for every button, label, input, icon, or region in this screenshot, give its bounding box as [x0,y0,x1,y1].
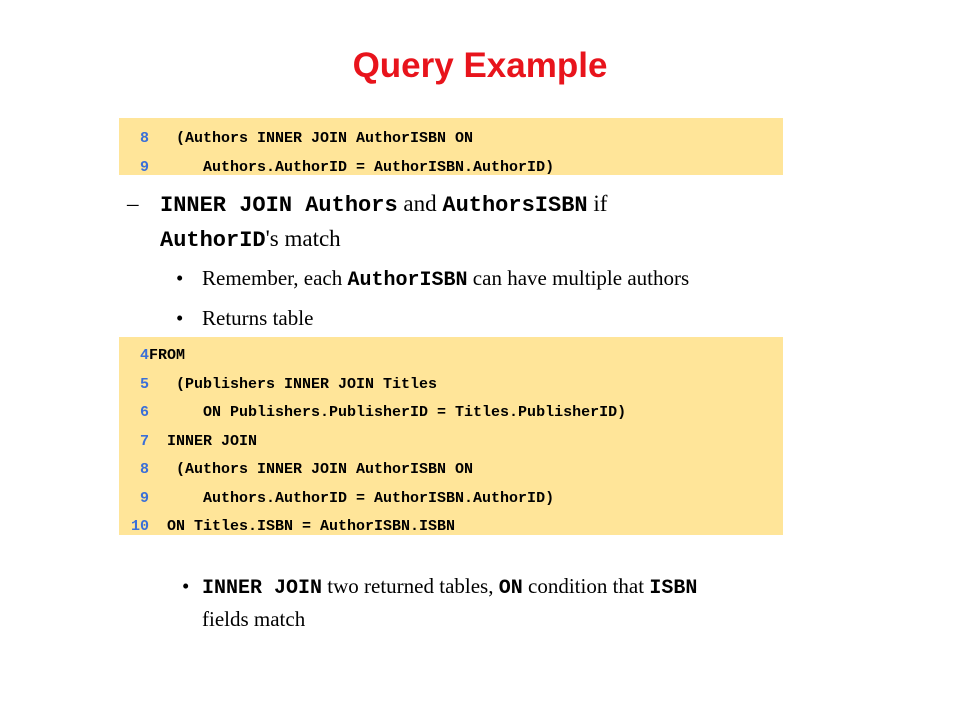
bullet-text: two returned tables, [322,574,499,598]
code-line: 6 ON Publishers.PublisherID = Titles.Pub… [119,399,783,428]
code-text: Authors.AuthorID = AuthorISBN.AuthorID) [149,489,555,507]
code-block-full-query: 4FROM 5 (Publishers INNER JOIN Titles 6 … [119,337,783,535]
bullet-line-1: • INNER JOIN two returned tables, ON cond… [182,571,882,604]
line-number: 8 [139,130,149,147]
code-line: 4FROM [119,342,783,371]
line-number: 4 [139,347,149,364]
text-if: if [587,191,608,216]
dash-line-1: –INNER JOIN Authors and AuthorsISBN if [127,187,807,222]
line-number: 9 [139,489,149,507]
code-block-join-authors: 8 (Authors INNER JOIN AuthorISBN ON 9 Au… [119,118,783,176]
bullet-dot: • [176,306,184,330]
line-number: 8 [139,461,149,478]
bullet-text: Returns table [202,306,314,330]
code-line: 7 INNER JOIN [119,428,783,457]
keyword-isbn: ISBN [649,577,698,600]
bullet-line-2: fields match [202,607,306,631]
bullet-dot: • [182,574,190,598]
code-text: INNER JOIN [149,432,258,450]
code-text: Authors.AuthorID = AuthorISBN.AuthorID) [149,158,555,176]
space [292,193,305,218]
dash-marker: – [127,191,139,216]
bullet-remember: • Remember, each AuthorISBN can have mult… [176,263,689,296]
bullet-returns-table: • Returns table [176,303,313,333]
text-match: 's match [265,226,341,251]
line-number: 10 [130,518,149,535]
keyword-authorid: AuthorID [160,228,266,253]
bullet-text: can have multiple authors [467,266,690,290]
code-line: 9 Authors.AuthorID = AuthorISBN.AuthorID… [119,485,783,514]
code-text: ON Publishers.PublisherID = Titles.Publi… [149,404,627,421]
bullet-text: condition that [522,574,650,598]
bullet-inner-join-tables: • INNER JOIN two returned tables, ON cond… [182,571,882,634]
dash-point-inner-join: –INNER JOIN Authors and AuthorsISBN if A… [127,187,807,257]
code-line: 10 ON Titles.ISBN = AuthorISBN.ISBN [119,513,783,542]
bullet-text: Remember, each [202,266,348,290]
keyword-authors: Authors [305,193,398,218]
bullet-dot: • [176,266,184,290]
keyword-inner-join: INNER JOIN [160,193,293,218]
keyword-authorsisbn: AuthorsISBN [442,193,588,218]
code-text: FROM [149,347,186,364]
line-number: 6 [139,404,149,421]
keyword-on: ON [498,577,523,600]
code-text: (Publishers INNER JOIN Titles [149,375,438,393]
slide-title: Query Example [352,46,608,85]
line-number: 7 [139,432,149,450]
keyword-authorisbn: AuthorISBN [347,269,468,292]
code-line: 5 (Publishers INNER JOIN Titles [119,371,783,400]
code-line: 8 (Authors INNER JOIN AuthorISBN ON [119,456,783,485]
code-text: (Authors INNER JOIN AuthorISBN ON [149,130,474,147]
code-text: ON Titles.ISBN = AuthorISBN.ISBN [149,518,456,535]
text-and: and [397,191,443,216]
code-line: 8 (Authors INNER JOIN AuthorISBN ON [119,125,783,154]
dash-line-2: AuthorID's match [127,222,807,257]
keyword-inner-join: INNER JOIN [202,577,323,600]
line-number: 5 [139,375,149,393]
code-line: 9 Authors.AuthorID = AuthorISBN.AuthorID… [119,154,783,183]
code-text: (Authors INNER JOIN AuthorISBN ON [149,461,474,478]
line-number: 9 [139,158,149,176]
